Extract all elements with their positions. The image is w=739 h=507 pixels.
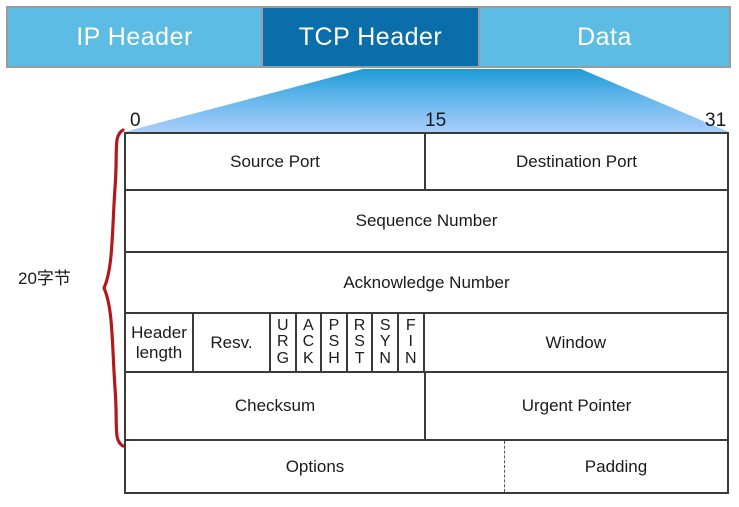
table-row-sequence: Sequence Number [126,191,727,253]
flag-fin-letters: F I N [404,317,417,367]
flag-urg-cell[interactable]: U R G [271,314,297,371]
flag-rst-cell[interactable]: R S T [348,314,374,371]
flag-ack-letter-1: C [302,333,315,351]
options-cell[interactable]: Options [126,441,505,492]
acknowledge-number-cell[interactable]: Acknowledge Number [126,253,727,312]
bit-ruler-tick-0: 0 [130,110,141,131]
bit-ruler-tick-15: 15 [425,110,447,131]
segment-data[interactable]: Data [480,8,729,66]
flag-urg-letter-2: G [276,349,290,367]
flag-ack-letters: A C K [302,317,315,367]
flag-ack-cell[interactable]: A C K [297,314,323,371]
encapsulation-bar: IP Header TCP Header Data [6,6,731,68]
padding-label: Padding [584,456,648,476]
flag-ack-letter-0: A [303,317,314,335]
sequence-number-cell[interactable]: Sequence Number [126,191,727,251]
table-row-options: Options Padding [126,441,727,492]
header-length-cell[interactable]: Header length [126,314,194,371]
segment-data-label: Data [577,22,632,51]
padding-cell[interactable]: Padding [505,441,727,492]
twenty-byte-label: 20字节 [18,269,71,288]
bit-ruler-tick-31: 31 [705,110,727,131]
segment-tcp-header-label: TCP Header [298,22,443,51]
sequence-number-label: Sequence Number [355,211,498,230]
destination-port-cell[interactable]: Destination Port [426,134,727,189]
flag-rst-letters: R S T [353,317,366,367]
checksum-cell[interactable]: Checksum [126,373,426,439]
flag-psh-letters: P S H [328,317,340,367]
acknowledge-number-label: Acknowledge Number [343,272,510,292]
flag-syn-letter-1: Y [379,333,391,351]
flag-rst-letter-0: R [353,317,366,335]
reserved-label: Resv. [210,332,253,352]
table-row-acknowledge: Acknowledge Number [126,253,727,314]
flag-urg-letter-0: U [277,317,289,335]
source-port-label: Source Port [230,151,320,171]
table-row-checksum: Checksum Urgent Pointer [126,373,727,441]
flag-fin-cell[interactable]: F I N [399,314,425,371]
brace-icon [102,128,125,448]
flag-urg-letter-1: R [277,333,289,351]
source-port-cell[interactable]: Source Port [126,134,426,189]
flag-fin-letter-0: F [405,317,416,335]
flag-syn-letter-0: S [379,317,391,335]
header-length-text: Header length [131,323,187,362]
table-row-ports: Source Port Destination Port [126,134,727,191]
flag-urg-letters: U R G [276,317,290,367]
flag-rst-letter-2: T [354,349,365,367]
flag-syn-letters: S Y N [379,317,391,367]
flag-fin-letter-2: N [404,349,417,367]
header-length-line2: length [135,342,183,362]
header-length-line1: Header [131,322,187,342]
flag-psh-cell[interactable]: P S H [322,314,348,371]
options-label: Options [285,456,345,476]
flag-psh-letter-1: S [328,333,340,351]
flag-fin-letter-1: I [408,333,413,351]
window-cell[interactable]: Window [425,314,727,371]
twenty-byte-brace [100,128,126,448]
flag-psh-letter-2: H [328,349,340,367]
table-row-flags: Header length Resv. U R G A C K [126,314,727,373]
flag-ack-letter-2: K [303,349,314,367]
segment-ip-header[interactable]: IP Header [8,8,261,66]
flag-psh-letter-0: P [328,317,340,335]
urgent-pointer-label: Urgent Pointer [521,396,632,415]
destination-port-label: Destination Port [516,151,637,171]
reserved-cell[interactable]: Resv. [194,314,271,371]
flag-rst-letter-1: S [354,333,365,351]
checksum-label: Checksum [234,396,316,415]
segment-ip-header-label: IP Header [76,22,193,51]
urgent-pointer-cell[interactable]: Urgent Pointer [426,373,727,439]
window-label: Window [545,332,607,352]
segment-tcp-header[interactable]: TCP Header [261,8,480,66]
flag-syn-letter-2: N [379,349,391,367]
tcp-header-table: Source Port Destination Port Sequence Nu… [124,132,729,494]
flag-syn-cell[interactable]: S Y N [373,314,399,371]
